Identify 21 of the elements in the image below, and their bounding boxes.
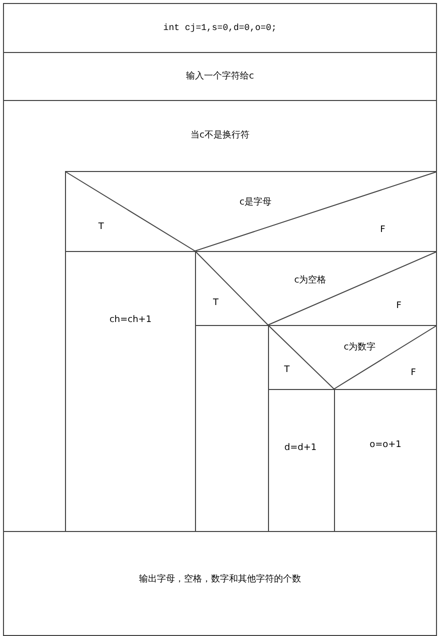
condition-text: c为空格 [294, 274, 326, 286]
process-box [3, 52, 437, 101]
branch-label: F [410, 368, 416, 378]
condition-text: c为数字 [344, 341, 376, 354]
statement-text: o=o+1 [370, 440, 402, 450]
empty-box [195, 325, 269, 532]
statement-text: 输入一个字符给c [186, 70, 254, 82]
loop-condition: 当c不是换行符 [190, 129, 250, 142]
loop-box [3, 100, 437, 532]
condition-text: c是字母 [240, 196, 272, 208]
branch-label: T [98, 222, 104, 232]
branch-label: T [284, 365, 290, 376]
statement-text: ch=ch+1 [109, 315, 152, 325]
statement-text: 输出字母，空格，数字和其他字符的个数 [139, 573, 301, 586]
branch-label: F [380, 225, 386, 236]
branch-label: T [212, 298, 218, 308]
statement-text: d=d+1 [284, 443, 317, 453]
statement-text: int cj=1,s=0,d=0,o=0; [163, 23, 277, 33]
process-box [3, 531, 437, 636]
process-box [3, 3, 437, 53]
branch-label: F [396, 301, 402, 311]
